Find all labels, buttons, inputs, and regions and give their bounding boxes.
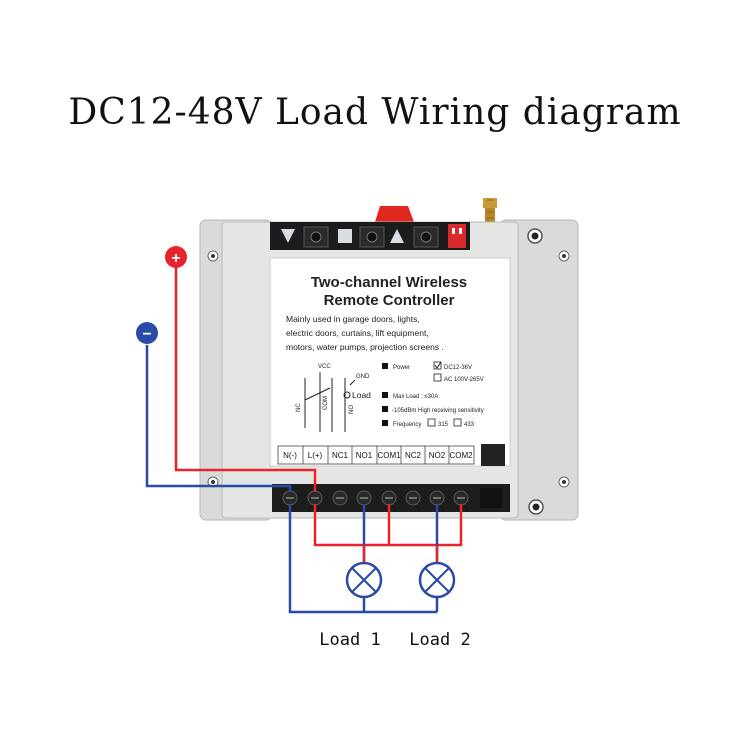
negative-sign: − bbox=[142, 326, 151, 343]
schematic-com: COM bbox=[323, 396, 329, 410]
terminal-label-n: N(-) bbox=[283, 451, 297, 460]
load-2-label: Load 2 bbox=[409, 630, 470, 650]
product-label bbox=[269, 257, 511, 467]
load-1-label: Load 1 bbox=[319, 630, 380, 650]
schematic-no: NO bbox=[349, 405, 355, 414]
frequency-bullet bbox=[382, 420, 388, 426]
positive-marker: + bbox=[165, 246, 187, 268]
checkbox-dc bbox=[433, 361, 442, 370]
stop-square-icon bbox=[338, 229, 352, 243]
label-desc-1: Mainly used in garage doors, lights, bbox=[286, 314, 420, 324]
terminal-label-row bbox=[277, 445, 475, 465]
label-heading-2: Remote Controller bbox=[324, 292, 455, 309]
terminal-label-nc2: NC2 bbox=[405, 451, 422, 460]
label-heading-1: Two-channel Wireless bbox=[311, 274, 467, 291]
spec-power: Power bbox=[393, 365, 410, 371]
label-desc-2: electric doors, curtains, lift equipment… bbox=[286, 328, 429, 338]
up-arrow-icon bbox=[390, 229, 404, 243]
spec-sensitivity: -105dBm High receiving sensitivity bbox=[392, 408, 484, 414]
relay-schematic bbox=[304, 372, 356, 432]
dip-switch[interactable] bbox=[448, 224, 466, 248]
terminal-label-com2: COM2 bbox=[449, 451, 473, 460]
schematic-nc: NC bbox=[296, 403, 302, 412]
load-1-lamp-icon bbox=[345, 561, 383, 599]
control-strip bbox=[270, 222, 470, 250]
spec-freq-315: 315 bbox=[438, 422, 449, 428]
red-top-tab bbox=[375, 206, 414, 222]
spec-power-ac: AC 100V-265V bbox=[444, 377, 484, 383]
schematic-load: Load bbox=[352, 390, 371, 400]
schematic-vcc: VCC bbox=[318, 364, 331, 370]
negative-wire bbox=[145, 345, 439, 614]
checkbox-433 bbox=[453, 418, 462, 427]
positive-sign: + bbox=[171, 250, 180, 267]
right-flange bbox=[499, 219, 579, 521]
positive-wire bbox=[174, 268, 463, 547]
negative-marker: − bbox=[136, 322, 158, 344]
checkbox-ac bbox=[433, 373, 442, 382]
max-load-bullet bbox=[382, 392, 388, 398]
spec-power-dc: DC12-36V bbox=[444, 365, 472, 371]
load-feed-wires bbox=[362, 545, 439, 563]
sensitivity-bullet bbox=[382, 406, 388, 412]
spec-max-load: Max Load : ≤30A bbox=[393, 394, 438, 400]
terminal-label-nc1: NC1 bbox=[332, 451, 349, 460]
spec-frequency: Frequency bbox=[393, 422, 421, 428]
terminal-label-l: L(+) bbox=[308, 451, 323, 460]
label-desc-3: motors, water pumps, projection screens … bbox=[286, 342, 444, 352]
terminal-label-com1: COM1 bbox=[377, 451, 401, 460]
terminal-block bbox=[272, 484, 510, 512]
diagram-title: DC12-48V Load Wiring diagram bbox=[68, 92, 682, 133]
schematic-gnd: GND bbox=[356, 374, 370, 380]
terminal-label-no2: NO2 bbox=[429, 451, 446, 460]
checkbox-315 bbox=[427, 418, 436, 427]
load-2-lamp-icon bbox=[418, 561, 456, 599]
receiver-module bbox=[481, 444, 505, 466]
power-bullet bbox=[382, 363, 388, 369]
spec-freq-433: 433 bbox=[464, 422, 475, 428]
terminal-label-no1: NO1 bbox=[356, 451, 373, 460]
down-arrow-icon bbox=[281, 229, 295, 243]
